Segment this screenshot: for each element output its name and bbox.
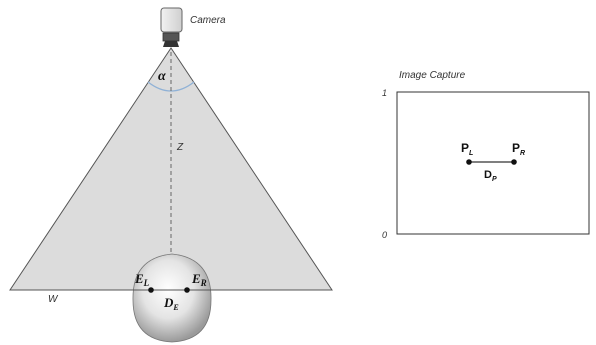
right-eye-point: [184, 287, 190, 293]
left-eye-point: [148, 287, 154, 293]
left-pupil-label: PL: [461, 141, 473, 157]
angle-label: α: [158, 69, 166, 84]
right-eye-label: ER: [191, 271, 207, 288]
left-pupil-point: [466, 159, 472, 165]
camera-icon: [160, 7, 183, 47]
pupil-distance-label: DP: [484, 169, 497, 183]
frame-top-label: 1: [382, 88, 387, 98]
image-capture-frame: [396, 91, 590, 235]
field-of-view-cone: [9, 47, 333, 291]
depth-label: Z: [176, 142, 184, 153]
left-eye-label: EL: [134, 271, 150, 288]
right-pupil-label: PR: [512, 141, 525, 157]
eye-distance-label: DE: [163, 295, 179, 312]
head-shape: [132, 253, 212, 343]
right-pupil-point: [511, 159, 517, 165]
image-capture-title: Image Capture: [399, 70, 466, 81]
frame-bottom-label: 0: [382, 230, 387, 240]
camera-label: Camera: [190, 15, 226, 26]
width-label: W: [48, 294, 59, 305]
